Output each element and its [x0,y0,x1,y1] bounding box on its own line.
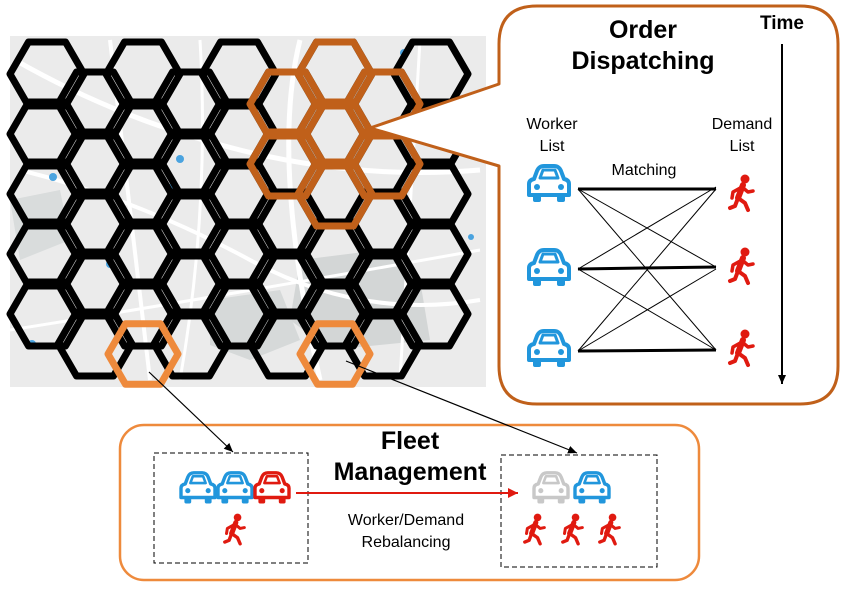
hex-grid [6,38,472,380]
map-pin-icon [468,234,474,240]
target-region-box [500,454,658,568]
fleet-region-hex [104,320,182,388]
car-icon [179,471,217,506]
matching-lines [577,186,717,353]
rebalancing-car-icon [253,471,291,506]
demand-list-label-line1: Demand [711,116,773,133]
map-pin-icon [176,155,184,163]
matching-line [577,188,717,352]
order-dispatching-title: Order Dispatching [548,15,738,77]
hex-cell [294,278,376,350]
demand-list-label-line2: List [729,138,755,155]
car-icon [527,329,571,369]
fleet-region-hex [296,320,374,388]
car-icon [216,471,254,506]
hex-cell [342,308,424,380]
region-connector-arrow [148,371,234,453]
source-region-box [153,452,309,564]
car-icon [527,164,571,204]
callout-bubble [368,4,840,406]
worker-list-label-line2: List [539,138,565,155]
hex-cell [150,308,232,380]
region-connector-arrow [345,360,578,454]
order-dispatching-title-line2: Dispatching [571,47,715,75]
car-icon [573,471,611,506]
worker-list-label: Worker List [506,114,598,158]
rebalancing-label-line1: Worker/Demand [347,512,465,529]
hex-cell [54,308,136,380]
map-road [178,39,204,381]
demand-list-label: Demand List [694,114,790,158]
matching-label: Matching [611,162,677,179]
car-icon [527,248,571,288]
fleet-management-title-line1: Fleet [380,427,440,455]
hex-cell [6,278,88,350]
dispatch-hex-cell [246,68,328,140]
matching-line [577,186,717,270]
hex-cell [246,308,328,380]
hex-cell [390,278,472,350]
hex-cell [198,278,280,350]
city-map [6,36,486,388]
fleet-management-panel [118,423,701,582]
matching-line [577,348,717,353]
empty-car-slot-icon [532,471,570,506]
rebalancing-label: Worker/Demand Rebalancing [320,510,492,554]
order-dispatching-callout [368,4,840,406]
order-dispatching-title-line1: Order [608,16,678,44]
time-label: Time [759,13,804,34]
map-pin-icon [49,173,57,181]
matching-line [577,268,717,352]
hex-cell [102,278,184,350]
dispatch-hex-cell [294,158,376,230]
fleet-management-title-line2: Management [333,458,487,486]
matching-line [577,265,717,271]
rebalancing-label-line2: Rebalancing [361,534,451,551]
fleet-management-title: Fleet Management [290,426,530,488]
worker-list-label-line1: Worker [526,116,578,133]
fleet-management-box [118,423,701,582]
